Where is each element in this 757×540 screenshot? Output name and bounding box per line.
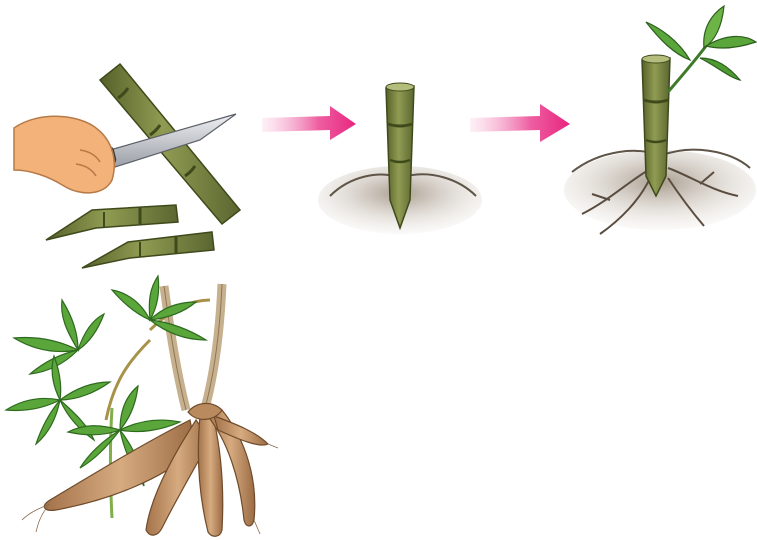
stem-cutting-2 <box>82 232 214 268</box>
knife-cutting-stem-icon <box>14 64 240 268</box>
process-arrow-1 <box>262 106 356 140</box>
cassava-plant-icon <box>6 276 278 536</box>
process-arrow-2 <box>470 104 570 142</box>
leaf-cluster-left <box>14 300 104 374</box>
hand <box>14 116 114 193</box>
rooted-stem <box>642 55 670 196</box>
sprouting-cutting-icon <box>564 6 756 234</box>
stem-cutting-1 <box>46 205 178 240</box>
planted-cutting-icon <box>318 83 482 234</box>
leaf-cluster-top <box>112 276 206 340</box>
